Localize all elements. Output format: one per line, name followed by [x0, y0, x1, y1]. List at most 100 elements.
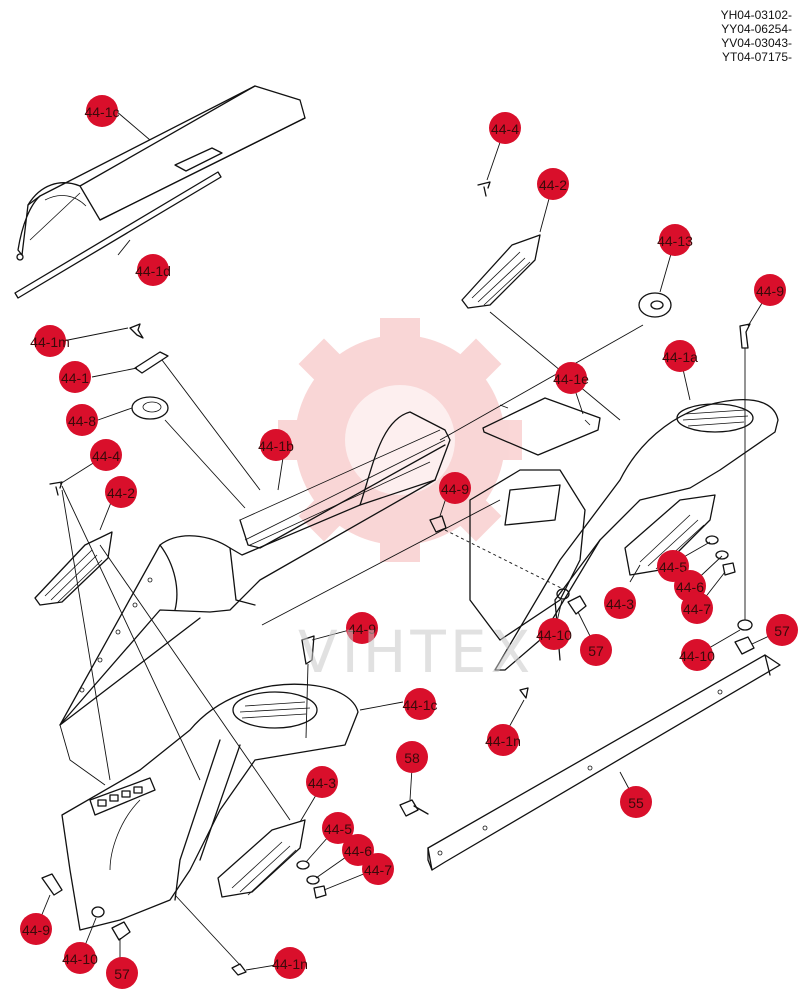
callout-badge [580, 634, 612, 666]
washers-left [296, 860, 327, 899]
callout-label: 44-9 [441, 481, 469, 497]
callout-44-9-mid: 44-9 [346, 612, 378, 644]
callout-badge [346, 612, 378, 644]
callout-label: 44-6 [344, 843, 372, 859]
grille-panel-upper-right [461, 234, 541, 309]
callout-44-10-center: 44-10 [536, 618, 572, 650]
clip-57-right [734, 636, 755, 655]
callout-badge [20, 913, 52, 945]
callout-44-2-right: 44-2 [537, 168, 569, 200]
callout-badge [306, 766, 338, 798]
callout-label: 44-4 [92, 448, 120, 464]
callout-57-right: 57 [766, 614, 798, 646]
callout-44-1: 44-1 [59, 361, 91, 393]
callout-44-1b: 44-1b [258, 429, 294, 461]
callout-57-left: 57 [106, 957, 138, 989]
serial-number: YY04-06254- [721, 22, 792, 36]
screw-44-4-left [49, 481, 63, 496]
clip-44-9-right [739, 323, 751, 349]
screw-44-4-right [477, 181, 491, 197]
clip-57-center [567, 595, 587, 615]
clip-44-9-mid [301, 635, 315, 665]
callout-badge [766, 614, 798, 646]
callout-44-13: 44-13 [657, 224, 693, 256]
callout-badge [404, 688, 436, 720]
callout-label: 44-1c [402, 697, 437, 713]
grille-panel-left [34, 531, 113, 606]
callout-badge [137, 254, 169, 286]
callout-badge [754, 274, 786, 306]
callout-label: 57 [588, 643, 604, 659]
callout-44-2-left: 44-2 [105, 476, 137, 508]
callout-badge [106, 957, 138, 989]
washers-right [705, 535, 736, 576]
nut-44-10-center [556, 588, 570, 600]
callout-label: 44-9 [348, 621, 376, 637]
callout-badge [489, 112, 521, 144]
callout-label: 44-7 [683, 601, 711, 617]
callout-label: 44-10 [679, 648, 715, 664]
callout-badge [659, 224, 691, 256]
callout-badge [64, 942, 96, 974]
callout-44-8: 44-8 [66, 404, 98, 436]
callout-label: 44-1c [84, 104, 119, 120]
callout-44-9-right: 44-9 [754, 274, 786, 306]
callout-label: 44-4 [491, 121, 519, 137]
callout-label: 58 [404, 750, 420, 766]
callout-label: 44-10 [536, 627, 572, 643]
callout-badge [322, 812, 354, 844]
callout-badge [86, 95, 118, 127]
bracket-44-1 [134, 351, 169, 374]
callout-badge [66, 404, 98, 436]
callout-57-center: 57 [580, 634, 612, 666]
callout-label: 44-10 [62, 951, 98, 967]
callout-badge [362, 853, 394, 885]
callout-44-10-right: 44-10 [679, 639, 715, 671]
rod-44-1d [14, 171, 222, 299]
callout-label: 44-8 [68, 413, 96, 429]
callout-label: 57 [774, 623, 790, 639]
callout-58: 58 [396, 741, 428, 773]
callout-badge [439, 472, 471, 504]
callout-label: 44-1e [553, 371, 589, 387]
callout-badge [681, 592, 713, 624]
callout-44-1c-lower: 44-1c [402, 688, 438, 720]
screw-44-1m [129, 323, 144, 339]
callout-label: 44-13 [657, 233, 693, 249]
callout-44-1a: 44-1a [662, 340, 698, 372]
callout-44-1c-top: 44-1c [84, 95, 120, 127]
screw-44-1n-center [519, 687, 529, 699]
callout-44-4-right: 44-4 [489, 112, 521, 144]
rail-55 [427, 654, 781, 871]
callout-label: 44-2 [107, 485, 135, 501]
callout-label: 44-3 [606, 596, 634, 612]
callout-layer: 44-1c44-1d44-1m44-144-844-1b44-444-244-4… [20, 95, 798, 989]
callout-label: 57 [114, 966, 130, 982]
callout-44-1e: 44-1e [553, 362, 589, 394]
callout-label: 44-1d [135, 263, 171, 279]
callout-label: 44-9 [756, 283, 784, 299]
callout-44-3-right: 44-3 [604, 587, 636, 619]
callout-badge [681, 639, 713, 671]
callout-label: 44-1n [272, 956, 308, 972]
callout-badge [620, 786, 652, 818]
callout-label: 44-1b [258, 438, 294, 454]
callout-badge [538, 618, 570, 650]
screw-44-1n-bottom [231, 963, 247, 976]
callout-badge [396, 741, 428, 773]
grommet-44-13 [638, 292, 672, 318]
serial-number: YH04-03102- [720, 8, 792, 22]
top-hood-cover [16, 85, 306, 261]
callout-44-7-right: 44-7 [681, 592, 713, 624]
left-fender-assembly [59, 411, 451, 726]
nut-44-10-left [91, 906, 105, 918]
callout-44-3-left: 44-3 [306, 766, 338, 798]
callout-label: 44-2 [539, 177, 567, 193]
serial-number: YT04-07175- [721, 50, 792, 64]
bolt-58 [399, 799, 429, 817]
serial-number: YV04-03043- [721, 36, 792, 50]
grommet-44-8 [131, 396, 169, 420]
callout-badge [537, 168, 569, 200]
callout-label: 44-6 [676, 579, 704, 595]
nut-44-10-right [737, 619, 753, 631]
